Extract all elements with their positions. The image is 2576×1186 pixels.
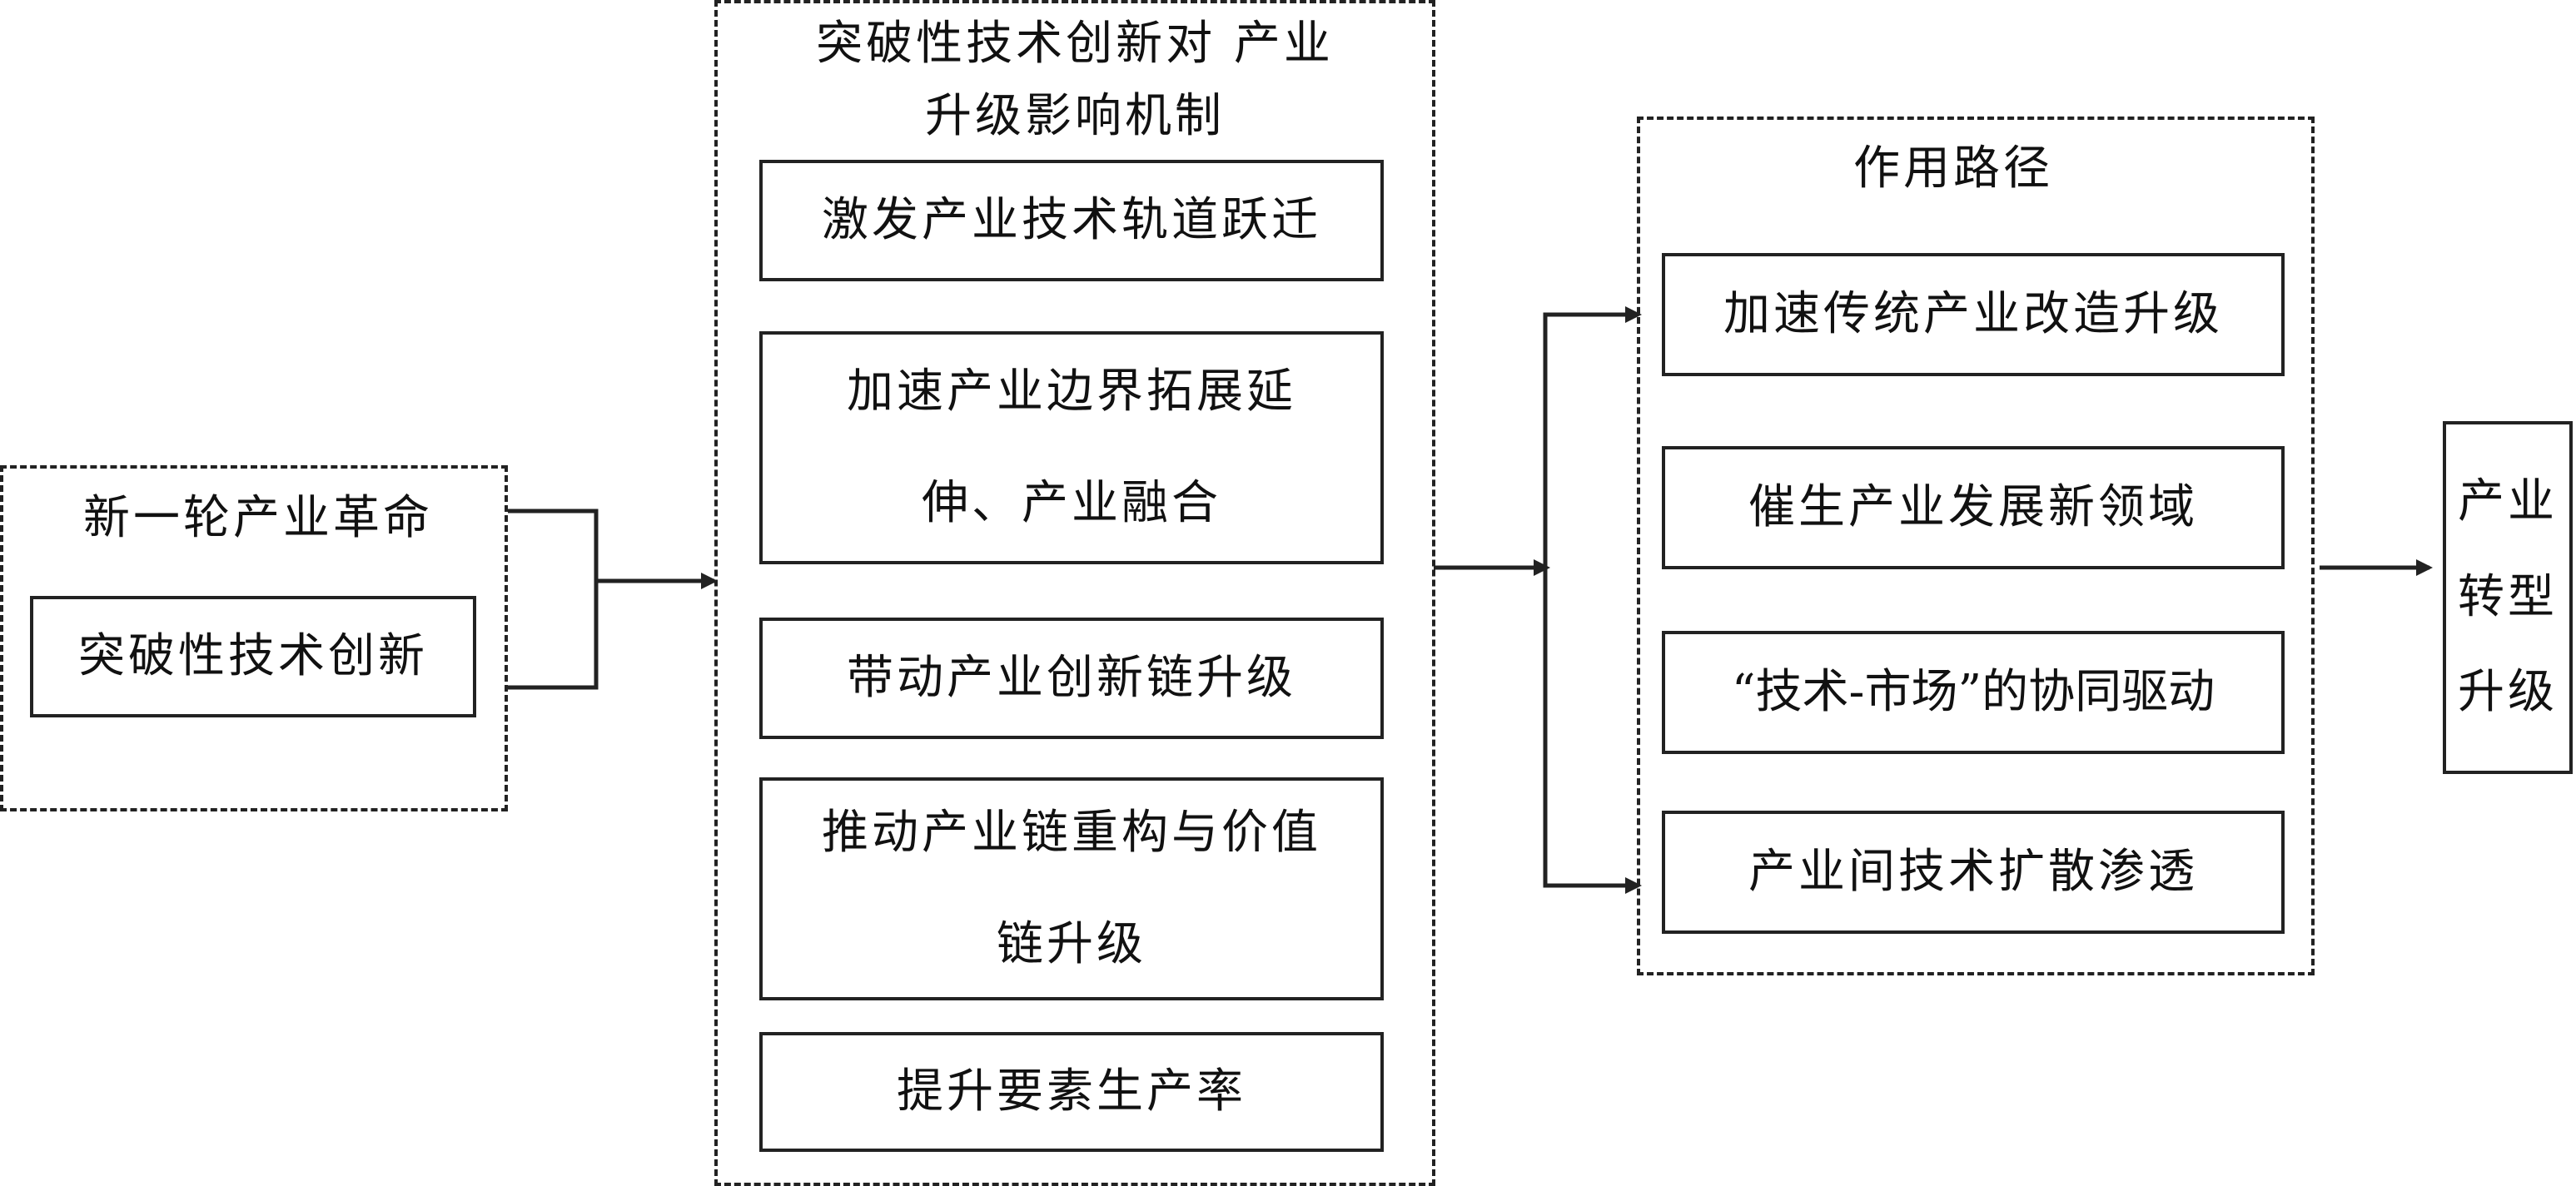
left-group-title: 新一轮产业革命: [83, 491, 433, 545]
arrowhead: [2416, 559, 2433, 576]
breakthrough-innovation-box: 突破性技术创新: [30, 596, 476, 717]
path-group-container: [1637, 117, 2315, 975]
mechanism-title-line-1: 突破性技术创新对 产业: [816, 17, 1334, 71]
arrowhead: [1534, 559, 1550, 576]
mechanism-group-container: [714, 0, 1435, 1186]
left-bracket-connector: [505, 509, 599, 690]
mechanism-group-title: 突破性技术创新对 产业 升级影响机制: [733, 8, 1417, 153]
arrowhead: [1625, 306, 1642, 323]
arrowhead: [1625, 877, 1642, 894]
mechanism-item-5: 提升要素生产率: [759, 1032, 1384, 1152]
mechanism-item-1: 激发产业技术轨道跃迁: [759, 160, 1384, 281]
mechanism-title-line-2: 升级影响机制: [925, 88, 1225, 143]
arrowhead: [701, 573, 718, 589]
split-bracket-connector: [1543, 312, 1632, 888]
path-item-3: “技术-市场”的协同驱动: [1662, 631, 2285, 754]
mechanism-item-3: 带动产业创新链升级: [759, 618, 1384, 739]
left-group-container: [0, 465, 508, 811]
path-item-1: 加速传统产业改造升级: [1662, 253, 2285, 376]
path-item-2: 催生产业发展新领域: [1662, 446, 2285, 569]
path-group-title: 作用路径: [1853, 141, 2053, 196]
mechanism-item-4: 推动产业链重构与价值 链升级: [759, 777, 1384, 1000]
result-box: 产业 转型 升级: [2443, 421, 2573, 774]
path-item-4: 产业间技术扩散渗透: [1662, 811, 2285, 934]
mechanism-item-2: 加速产业边界拓展延 伸、产业融合: [759, 331, 1384, 564]
